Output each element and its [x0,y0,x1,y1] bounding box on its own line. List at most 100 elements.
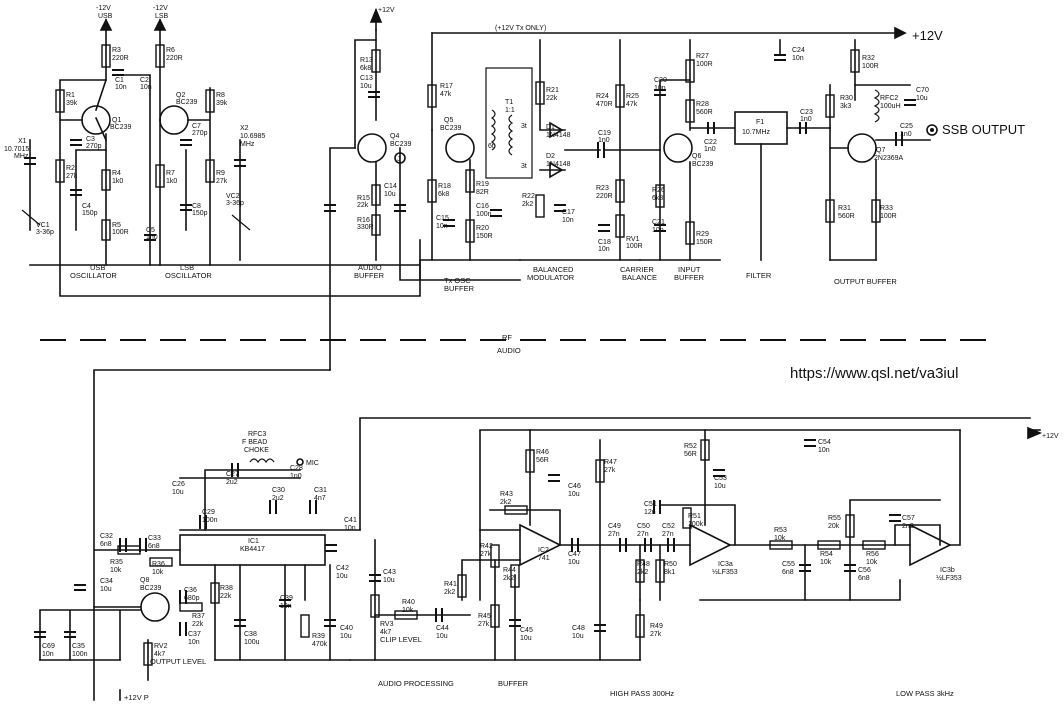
label-rv2: RV2 [154,643,168,650]
label-ic2: IC2 [538,547,549,554]
label-c16-value: 100n [476,211,492,218]
label-c29-value: 100n [202,517,218,524]
label-c1-value: 10n [115,84,127,91]
label-audio: AUDIO [497,346,521,355]
label-bal-mod-2: MODULATOR [527,273,575,282]
label-r25-value: 47k [626,101,638,108]
label-r35-value: 10k [110,567,122,574]
label-c41: C41 [344,517,357,524]
label-r2-value: 27k [66,173,78,180]
label-r32-value: 100R [862,63,879,70]
label-c38: C38 [244,631,257,638]
label-c44: C44 [436,625,449,632]
label-r42-value: 27k [480,551,492,558]
label-c26: C26 [172,481,185,488]
label-rv3: RV3 [380,621,394,628]
label-rv1: RV1 [626,236,640,243]
label-r24: R24 [596,93,609,100]
label-r55-value: 20k [828,523,840,530]
label-c42: C42 [336,565,349,572]
label-q4: Q4 [390,133,399,140]
label-c52: C52 [662,523,675,530]
label-rfc3-a: F BEAD [242,439,267,446]
label-r33: R33 [880,205,893,212]
label-c18-value: 10n [598,246,610,253]
label-r31: R31 [838,205,851,212]
label-c52-value: 27n [662,531,674,538]
label-filter: FILTER [746,271,772,280]
label-r39-value: 470k [312,641,328,648]
label-supply-right: +12V [912,28,943,43]
label-c8-value: 150p [192,210,208,217]
label-r48-value: 2k2 [637,569,648,576]
label-c18: C18 [598,239,611,246]
label-q1-value: BC239 [110,124,132,131]
label-c24: C24 [792,47,805,54]
label-c7: C7 [192,123,201,130]
label-c26-value: 10u [172,489,184,496]
label-r36: R36 [152,561,165,568]
label-r49-value: 27k [650,631,662,638]
label-clip-level: CLIP LEVEL [380,635,422,644]
label-r23-value: 220R [596,193,613,200]
label-c51-value: 12n [644,509,656,516]
label-r31-value: 560R [838,213,855,220]
label-mic: MIC [306,460,319,467]
label-q4-value: BC239 [390,141,412,148]
label-usb: USB [98,13,113,20]
label-input-buffer-2: BUFFER [674,273,705,282]
label-t1-b: 6t [488,143,494,150]
label-r40-value: 10k [402,607,414,614]
label-q5: Q5 [444,117,453,124]
label-c13: C13 [360,75,373,82]
label-rfc2-value: 100uH [880,103,901,110]
label-c47-value: 10u [568,559,580,566]
label-r52: R52 [684,443,697,450]
rf-section [21,7,1000,701]
label-r45: R45 [478,613,491,620]
label-c47: C47 [568,551,581,558]
label-usb-osc: USB [90,263,105,272]
label-q6-value: BC239 [692,161,714,168]
label-c53: C53 [714,475,727,482]
label-r27-value: 100R [696,61,713,68]
label-c36: C36 [184,587,197,594]
label-c20-value: 10n [654,85,666,92]
label-r17-value: 47k [440,91,452,98]
label-c2: C2 [140,77,149,84]
label-r22-value: 2k2 [522,201,533,208]
label-c21: C21 [652,219,665,226]
label-r38: R38 [220,585,233,592]
label-c42-value: 10u [336,573,348,580]
label-t1-c: 3t [521,163,527,170]
label-r52-value: 56R [684,451,697,458]
label-c53-value: 10u [714,483,726,490]
label-ic3b-value: ½LF353 [936,574,962,582]
label-c34: C34 [100,578,113,585]
label-r47-value: 27k [604,467,616,474]
label-c70-value: 10u [916,95,928,102]
label-c17-value: 10n [562,217,574,224]
label-r5-value: 100R [112,229,129,236]
label-r7: R7 [166,170,175,177]
label-d1-value: 1N4148 [546,132,571,139]
label-vc2-value: 3-36p [226,200,244,207]
label-audio-buffer-2: BUFFER [354,271,385,280]
label-c35: C35 [72,643,85,650]
label-r56-value: 10k [866,559,878,566]
label-tx-only: (+12V Tx ONLY) [495,25,546,32]
label-c55: C55 [782,561,795,568]
label-vc2: VC2 [226,193,240,200]
label-output-level: OUTPUT LEVEL [150,657,206,666]
label-r9-value: 27k [216,178,228,185]
label-r15-value: 22k [357,202,369,209]
label-r13: R13 [360,57,373,64]
label-c28: C28 [290,465,303,472]
label-ic3a: IC3a [718,561,733,568]
label-buffer: BUFFER [498,679,529,688]
label-r48: R48 [637,561,650,568]
label-output-buffer: OUTPUT BUFFER [834,277,897,286]
label-r29-value: 150R [696,239,713,246]
label-c70: C70 [916,87,929,94]
label-r56: R56 [866,551,879,558]
